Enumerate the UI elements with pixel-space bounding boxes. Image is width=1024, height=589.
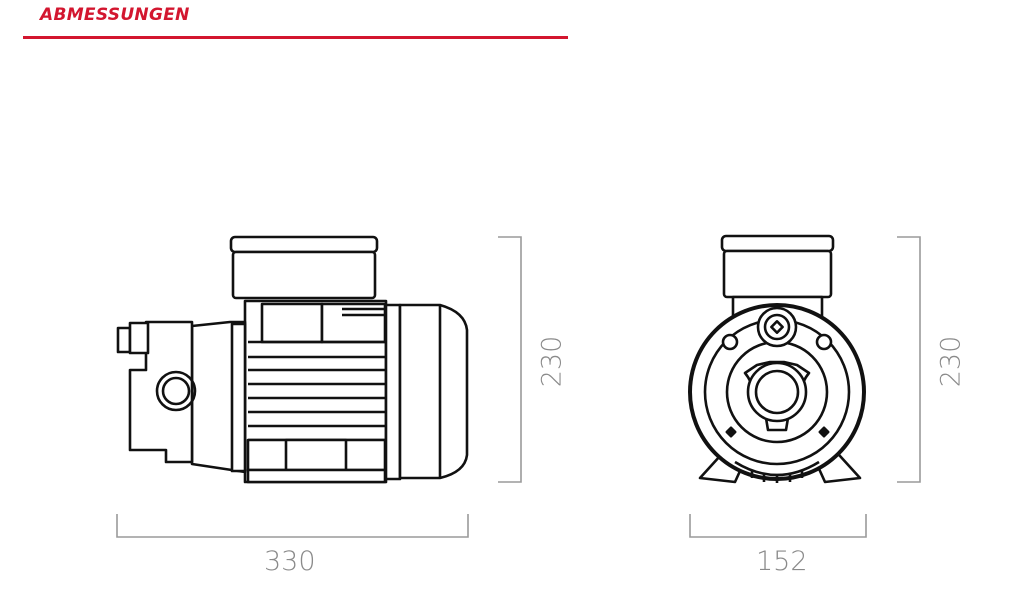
front-view-width-label: 152 [756, 546, 808, 577]
side-width-bracket [116, 514, 469, 538]
side-height-bracket [498, 236, 522, 483]
front-view-height-label: 230 [935, 335, 967, 388]
front-height-bracket [897, 236, 921, 483]
pump-side-view [116, 235, 469, 484]
title-underline [23, 36, 568, 39]
pump-front-view [688, 234, 866, 484]
front-width-bracket [689, 514, 867, 538]
section-title: ABMESSUNGEN [40, 5, 190, 25]
side-view-height-label: 230 [536, 335, 568, 388]
side-view-width-label: 330 [264, 546, 316, 577]
dimension-lines [116, 236, 921, 538]
